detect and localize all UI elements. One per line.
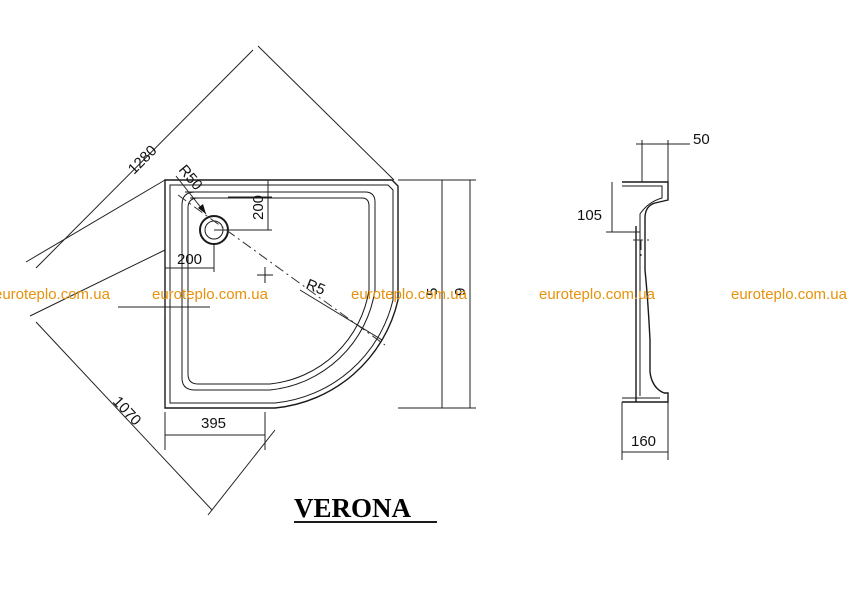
tray-rim-line bbox=[169, 184, 394, 404]
dim-160 bbox=[621, 402, 669, 460]
tray-outer-outline bbox=[164, 179, 399, 409]
watermark-5: euroteplo.com.ua bbox=[731, 286, 847, 303]
centre-cross-mark bbox=[257, 267, 273, 283]
label-section-105: 105 bbox=[577, 207, 602, 224]
section-top-flange bbox=[622, 181, 669, 226]
section-view bbox=[606, 140, 690, 460]
dim-1070-ext bbox=[29, 249, 276, 516]
section-body-right bbox=[644, 226, 665, 394]
section-centre-line bbox=[633, 239, 651, 258]
watermark-1: euroteplo.com.ua bbox=[0, 286, 111, 303]
watermark-3: euroteplo.com.ua bbox=[351, 286, 468, 303]
tray-basin-outline bbox=[181, 191, 376, 391]
dim-1070-line bbox=[35, 321, 213, 511]
label-200-vertical: 200 bbox=[250, 195, 267, 220]
section-top-inner bbox=[622, 185, 663, 226]
label-1070: 1070 bbox=[109, 393, 144, 429]
tray-basin-inner bbox=[187, 197, 370, 385]
label-curve-radius: R5 bbox=[304, 276, 328, 299]
label-200-horizontal: 200 bbox=[177, 251, 202, 268]
dim-50 bbox=[636, 140, 690, 182]
dim-1280-ext bbox=[25, 45, 395, 263]
watermark-2: euroteplo.com.ua bbox=[152, 286, 269, 303]
dim-105 bbox=[606, 182, 640, 233]
label-1280: 1280 bbox=[125, 142, 161, 178]
radius-leader bbox=[299, 289, 383, 341]
diagonal-centre-line bbox=[177, 194, 386, 346]
watermark-4: euroteplo.com.ua bbox=[539, 286, 656, 303]
dim-height-inner bbox=[398, 179, 452, 409]
plan-view bbox=[25, 45, 476, 516]
dim-1280-line bbox=[35, 49, 254, 269]
section-bottom-flange bbox=[622, 392, 669, 403]
label-r50: R50 bbox=[175, 162, 206, 194]
side-arrow bbox=[118, 300, 210, 315]
dim-height-outer bbox=[446, 179, 476, 409]
dim-200-vertical bbox=[214, 180, 272, 231]
dim-200-horizontal bbox=[165, 244, 215, 272]
label-section-50: 50 bbox=[693, 131, 710, 148]
label-395: 395 bbox=[201, 415, 226, 432]
label-section-160: 160 bbox=[631, 433, 656, 450]
r50-arrow bbox=[198, 204, 206, 214]
dim-395-line bbox=[164, 412, 266, 450]
product-title: VERONA bbox=[294, 493, 412, 523]
label-height-outer: 9 bbox=[452, 288, 469, 296]
label-height-inner: 5 bbox=[424, 288, 441, 296]
